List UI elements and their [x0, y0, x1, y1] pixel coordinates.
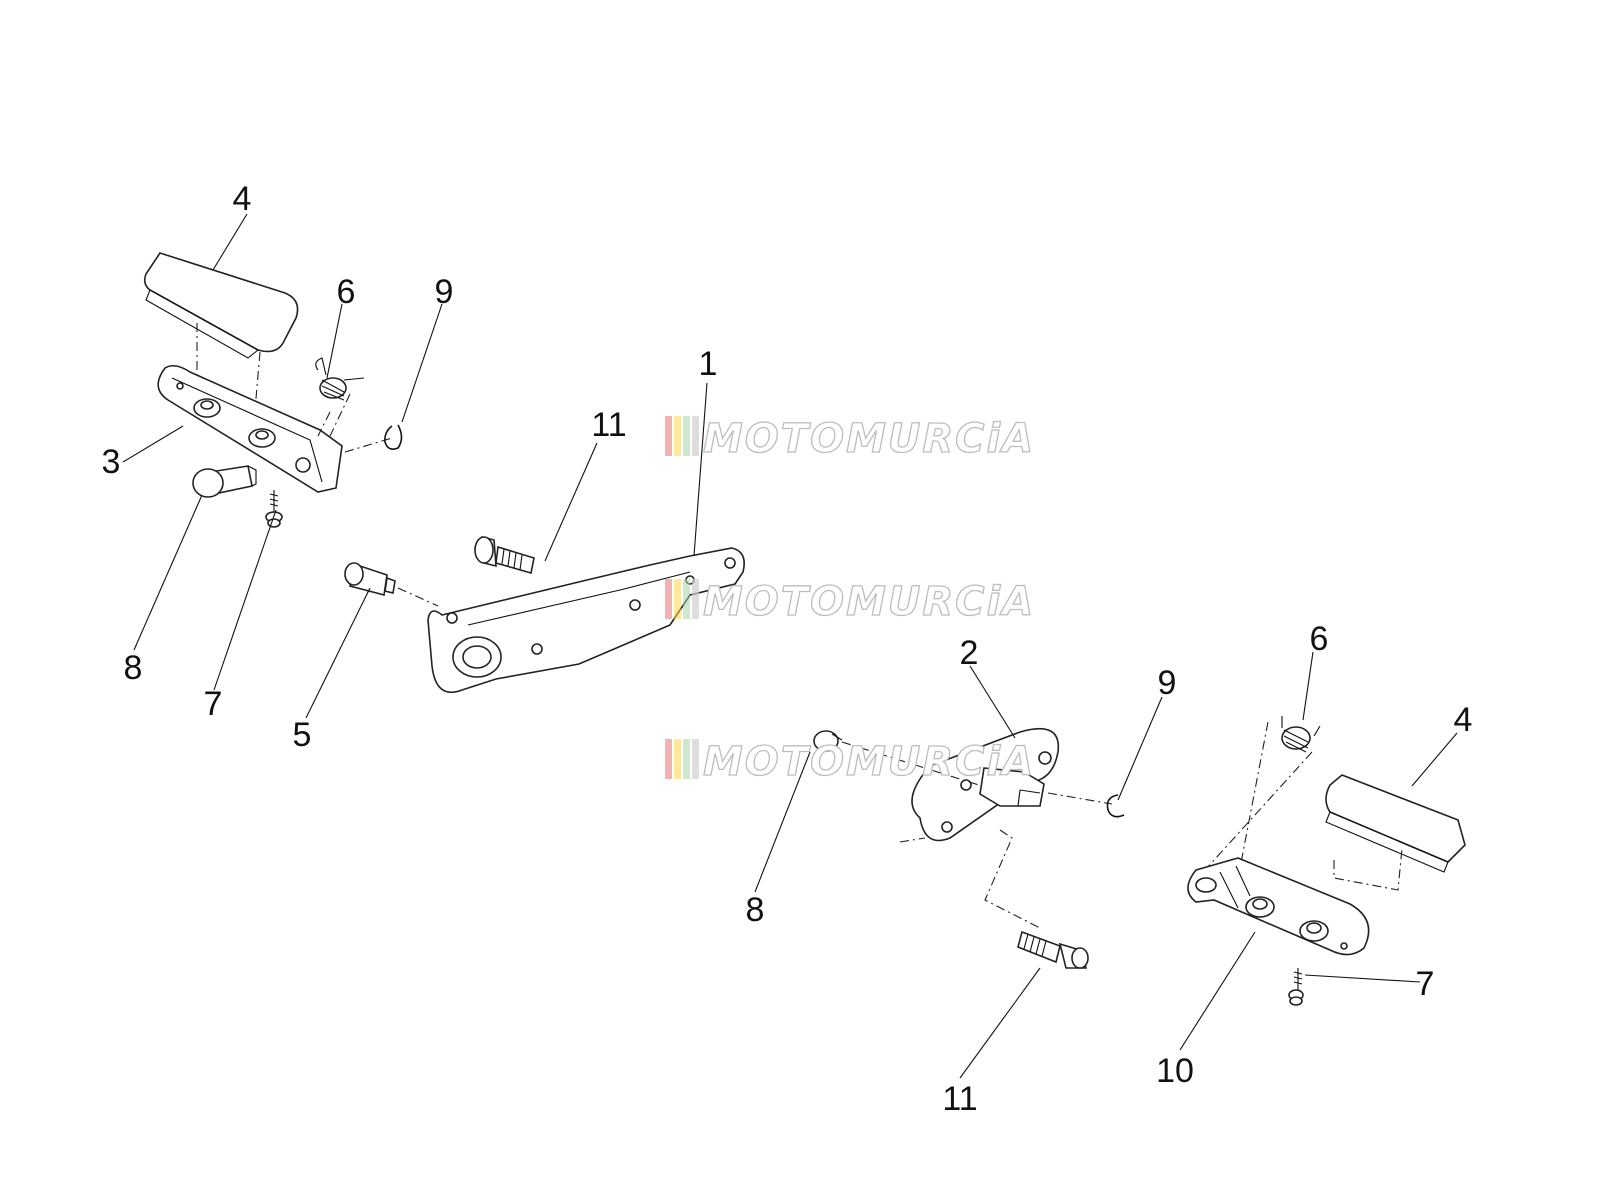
callout-right-bolt: 11	[942, 1080, 977, 1118]
left-rubber-guide-lines	[196, 323, 261, 411]
right-spring-part	[1281, 716, 1321, 753]
watermark-logo-top: MOTOMURCiA	[665, 415, 1035, 463]
right-circlip-guide-line	[1047, 792, 1113, 805]
left-circlip-part	[384, 424, 403, 450]
bushing-part	[344, 562, 396, 597]
left-screw-part	[265, 490, 283, 528]
callout-right-screw: 7	[1416, 965, 1435, 1003]
right-bracket-left-guide	[899, 837, 926, 843]
left-spring-guide-lines	[317, 393, 351, 437]
watermark-text-bottom: MOTOMURCiA	[703, 739, 1035, 785]
callout-left-footrest: 3	[102, 443, 121, 481]
left-pin-part	[192, 465, 257, 498]
right-bracket-part	[911, 728, 1060, 842]
left-footrest-part	[157, 364, 343, 493]
callout-right-spring: 6	[1310, 620, 1329, 658]
right-circlip-part	[1106, 794, 1125, 818]
callout-left-spring: 6	[337, 273, 356, 311]
left-circlip-guide-line	[344, 437, 393, 453]
right-bracket-bolt-guide	[984, 829, 1041, 929]
callout-left-footrest-rubber: 4	[233, 180, 252, 218]
callout-left-pin: 8	[124, 649, 143, 687]
right-pin-part	[813, 730, 843, 752]
right-pin-guide-line	[841, 741, 983, 787]
left-bracket-part	[427, 547, 745, 694]
right-rubber-guide-lines	[1333, 847, 1403, 891]
left-spring-part	[315, 357, 365, 401]
right-spring-guide-lines	[1195, 721, 1313, 881]
callout-left-screw: 7	[204, 685, 223, 723]
watermark-text-middle: MOTOMURCiA	[703, 579, 1035, 625]
callout-right-circlip: 9	[1158, 664, 1177, 702]
right-footrest-part	[1187, 857, 1370, 956]
watermark-logo-middle: MOTOMURCiA	[665, 578, 1035, 626]
callout-bracket-bolt: 11	[591, 406, 626, 444]
bracket-bolt-part	[474, 535, 535, 575]
callout-right-footrest-rubber: 4	[1454, 701, 1473, 739]
right-screw-part	[1288, 968, 1304, 1006]
callout-bushing: 5	[293, 716, 312, 754]
watermark-text-top: MOTOMURCiA	[703, 416, 1035, 462]
left-footrest-rubber-part	[143, 252, 299, 359]
leader-lines	[122, 213, 1458, 1079]
watermark-logo-bottom: MOTOMURCiA	[665, 738, 1035, 786]
callout-right-pin: 8	[746, 891, 765, 929]
callout-right-bracket: 2	[960, 634, 979, 672]
callout-right-footrest: 10	[1156, 1052, 1194, 1090]
bushing-guide-line	[397, 587, 439, 607]
right-footrest-rubber-part	[1325, 774, 1466, 873]
right-bolt-part	[1017, 930, 1089, 969]
callout-left-bracket: 1	[699, 345, 718, 383]
callout-left-circlip: 9	[435, 273, 454, 311]
